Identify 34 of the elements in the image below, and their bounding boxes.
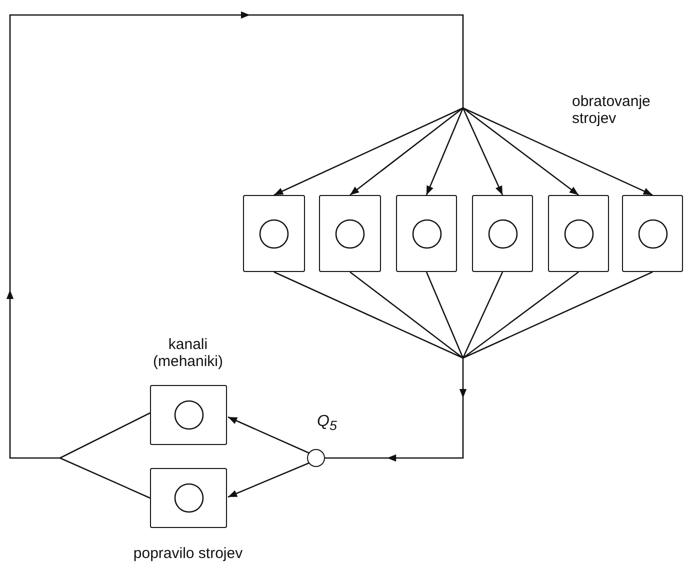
queue-label: Q$_{5}$ <box>317 413 337 434</box>
connector-line <box>6 290 60 459</box>
connector-line <box>462 271 653 359</box>
connector-line <box>350 107 464 196</box>
connector-line <box>462 272 504 358</box>
connector-line <box>228 462 310 498</box>
connector-line <box>462 271 579 359</box>
connector-line <box>228 416 310 454</box>
connector-line <box>274 271 464 359</box>
connector-line <box>459 358 467 398</box>
machine-box <box>548 195 609 272</box>
connector-line <box>9 11 250 290</box>
connector-line <box>426 272 464 358</box>
queue-circle <box>307 449 325 467</box>
connector-line <box>274 107 464 196</box>
connector-line <box>325 398 464 462</box>
connector-line <box>60 457 150 499</box>
repair-box <box>150 468 227 528</box>
connector-line <box>60 412 150 459</box>
connector-line <box>250 14 464 108</box>
machine-box <box>396 195 457 272</box>
connector-line <box>426 108 464 196</box>
connector-line <box>350 271 464 359</box>
caption-text: kanali (mehaniki) <box>152 336 224 370</box>
connector-line <box>462 108 504 196</box>
connector-line <box>462 107 579 196</box>
machine-box <box>319 195 381 272</box>
machine-box <box>472 195 533 272</box>
repair-box <box>150 385 227 445</box>
machine-box <box>243 195 305 272</box>
connector-line <box>462 107 653 196</box>
caption-text: obratovanje strojev <box>572 93 652 127</box>
caption-text: popravilo strojev <box>132 545 244 562</box>
machine-box <box>622 195 683 272</box>
